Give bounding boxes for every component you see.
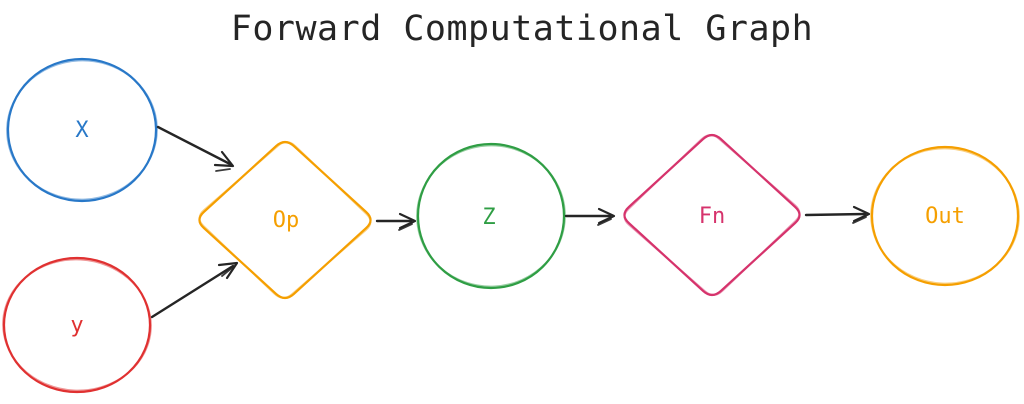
op-node-label: Op [273,208,300,233]
edge-z-to-fn[interactable] [564,207,616,226]
edge-op-to-z-arrowhead-sketch [398,223,413,231]
edge-y-to-op-arrowhead-sketch [221,266,234,277]
node-fn[interactable]: Fn [623,133,802,297]
y-circle-outline-sketch [2,258,152,392]
x-circle-outline-sketch [6,59,158,201]
out-circle-outline [870,145,1020,287]
diagram-title[interactable]: Forward Computational Graph [231,9,813,49]
edge-x-to-op-arrowhead-sketch [215,168,231,172]
node-op[interactable]: Op [198,140,373,300]
node-z[interactable]: Z [413,142,568,291]
edge-fn-to-out[interactable] [804,205,871,224]
edge-z-to-fn-arrowhead-sketch [597,218,612,226]
x-circle-outline [6,57,158,203]
edge-z-to-fn-arrowhead-icon [597,207,616,225]
z-node-label: Z [482,205,495,230]
out-circle-outline-sketch [870,147,1020,285]
edge-x-to-op[interactable] [156,125,235,172]
node-x[interactable]: X [3,57,160,204]
edge-fn-to-out-arrowhead-sketch [852,216,867,224]
y-node-label: y [70,313,83,338]
edge-y-to-op-arrowhead-icon [217,261,239,280]
edge-fn-to-out-arrowhead-icon [852,205,871,223]
fn-diamond-outline-sketch [623,134,801,296]
edge-y-to-op[interactable] [150,261,239,319]
node-y[interactable]: y [0,256,154,395]
edge-op-to-z[interactable] [375,212,417,231]
fn-node-label: Fn [699,204,726,229]
node-out[interactable]: Out [868,145,1023,288]
z-circle-outline [416,142,566,290]
edge-fn-to-out-line [804,212,867,217]
edge-x-to-op-arrowhead-icon [213,150,235,168]
x-node-label: X [75,118,89,143]
op-diamond-outline-sketch [198,141,372,299]
edge-y-to-op-line [150,264,235,319]
out-node-label: Out [925,204,965,229]
edge-op-to-z-arrowhead-icon [398,212,417,230]
y-circle-outline [2,256,152,394]
edge-x-to-op-line [156,125,232,166]
z-circle-outline-sketch [416,144,566,288]
